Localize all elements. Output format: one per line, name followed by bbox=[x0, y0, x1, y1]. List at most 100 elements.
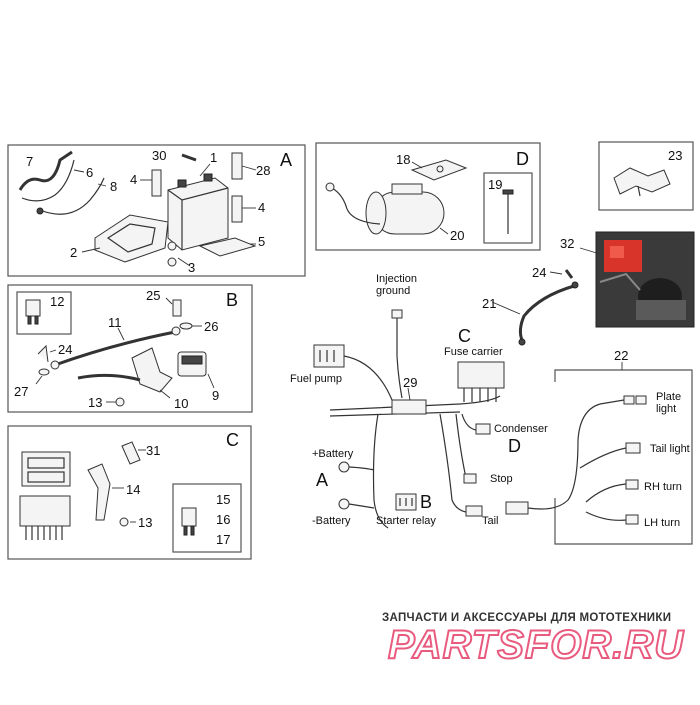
cable-21-end-b bbox=[518, 338, 526, 346]
callout-20: 20 bbox=[450, 228, 464, 243]
leader-18 bbox=[411, 161, 423, 169]
leader-10 bbox=[159, 389, 171, 399]
battery-section-letter: A bbox=[280, 150, 292, 170]
callout-11: 12 bbox=[50, 294, 64, 309]
injection-ground-lug bbox=[391, 309, 403, 319]
callout-14: 14 bbox=[126, 482, 140, 497]
callout-8: 8 bbox=[110, 179, 117, 194]
callout-24-b: 24 bbox=[58, 342, 72, 357]
callout-31: 31 bbox=[146, 443, 160, 458]
mini-fuse-11 bbox=[25, 299, 41, 317]
mini-fuse-11-pin-a bbox=[27, 315, 32, 325]
label-injection-ground: Injection bbox=[376, 273, 417, 285]
callout-2: 2 bbox=[70, 245, 77, 260]
stop-plug bbox=[463, 473, 477, 484]
label-rh-turn: RH turn bbox=[644, 481, 682, 493]
callout-5: 5 bbox=[258, 234, 265, 249]
leader-1 bbox=[199, 163, 211, 177]
screw-25 bbox=[172, 299, 182, 317]
harness-sleeve-29 bbox=[391, 399, 427, 415]
fuse-carrier-harness-wires bbox=[463, 388, 497, 402]
callout-4a: 4 bbox=[130, 172, 137, 187]
battery-section: A 1 2 bbox=[7, 144, 306, 277]
screw-24-b bbox=[37, 344, 49, 363]
leader-6 bbox=[73, 169, 85, 173]
mini-fuse-11-pin-b bbox=[34, 315, 39, 325]
screw-3b bbox=[167, 257, 177, 267]
callout-24-a: 24 bbox=[532, 265, 546, 280]
cable-21 bbox=[518, 284, 575, 341]
pin-inset-19 bbox=[483, 172, 533, 244]
callout-10: 10 bbox=[174, 396, 188, 411]
label-tail: Tail bbox=[482, 515, 499, 527]
callout-26: 26 bbox=[204, 319, 218, 334]
callout-15: 15 bbox=[216, 492, 230, 507]
callout-28: 28 bbox=[256, 163, 270, 178]
fuse-carrier-letter: C bbox=[458, 326, 471, 346]
callout-30: 30 bbox=[152, 148, 166, 163]
label-injection-ground-line-2: ground bbox=[376, 285, 410, 297]
canister-section: D 18 19 20 bbox=[315, 142, 541, 251]
leader-12 bbox=[117, 327, 125, 341]
callout-32: 32 bbox=[560, 236, 574, 251]
screw-30 bbox=[181, 153, 197, 162]
callout-27: 27 bbox=[14, 384, 28, 399]
fuel-pump-connector-pins bbox=[319, 350, 335, 362]
callout-1: 1 bbox=[210, 150, 217, 165]
callout-29: 29 bbox=[403, 375, 417, 390]
rear-harness-frame bbox=[554, 369, 693, 545]
lh-turn-wire bbox=[585, 511, 627, 521]
plate-5 bbox=[198, 237, 257, 257]
leader-29 bbox=[407, 387, 411, 401]
label-plate-light-line-2: light bbox=[656, 403, 676, 415]
leader-21 bbox=[491, 301, 521, 315]
washer-27 bbox=[38, 368, 50, 376]
cable-8-terminal bbox=[36, 207, 44, 215]
label-condenser: Condenser bbox=[494, 423, 548, 435]
mini-fuse-15 bbox=[181, 507, 197, 527]
fuse-section: C 14 13 31 15 16 17 bbox=[7, 425, 252, 560]
callout-13-b: 13 bbox=[88, 395, 102, 410]
watermark-brand: PARTSFOR.RU bbox=[388, 623, 684, 667]
leader-9 bbox=[207, 373, 215, 389]
fuel-pump-connector bbox=[313, 344, 345, 368]
leader-20 bbox=[439, 227, 449, 235]
canister-section-frame bbox=[315, 142, 541, 251]
callout-4b: 4 bbox=[258, 200, 265, 215]
harness-to-tail bbox=[439, 413, 467, 513]
leader-2 bbox=[81, 247, 101, 253]
plate-light-plug bbox=[623, 395, 635, 405]
label-tail-light: Tail light bbox=[650, 443, 690, 455]
photo-32-wire bbox=[599, 272, 641, 291]
plus-battery-lug bbox=[338, 461, 350, 473]
callout-16: 16 bbox=[216, 512, 230, 527]
cable-8 bbox=[39, 177, 105, 215]
bracket-14 bbox=[87, 463, 111, 521]
fuse-section-letter: C bbox=[226, 430, 239, 450]
callout-9: 9 bbox=[212, 388, 219, 403]
minus-battery-wire bbox=[348, 503, 375, 509]
pad-4-right bbox=[231, 195, 243, 223]
rh-turn-plug bbox=[625, 479, 639, 490]
mini-fuse-15-pin-a bbox=[183, 525, 188, 536]
photo-32-frame-part bbox=[636, 300, 686, 320]
label-fuel-pump: Fuel pump bbox=[290, 373, 342, 385]
callout-19: 19 bbox=[488, 177, 502, 192]
fuse-carrier-top-slots bbox=[27, 457, 65, 469]
callout-3: 3 bbox=[188, 260, 195, 275]
leader-24 bbox=[49, 349, 57, 353]
starter-relay-connector-pins bbox=[399, 498, 413, 506]
fuse-carrier-top-slots-2 bbox=[27, 471, 65, 483]
fuse-inset-15-17 bbox=[172, 483, 242, 553]
harness-down bbox=[372, 413, 389, 529]
screw-3a bbox=[167, 241, 177, 251]
watermark-tagline: ЗАПЧАСТИ И АКСЕССУАРЫ ДЛЯ МОТОТЕХНИКИ bbox=[382, 612, 671, 624]
tail-plug bbox=[465, 505, 483, 517]
plate-light-wire bbox=[599, 399, 625, 405]
cable-12-end-b bbox=[171, 326, 181, 336]
leader-3 bbox=[177, 257, 191, 267]
label-plus-battery: +Battery bbox=[312, 448, 354, 460]
